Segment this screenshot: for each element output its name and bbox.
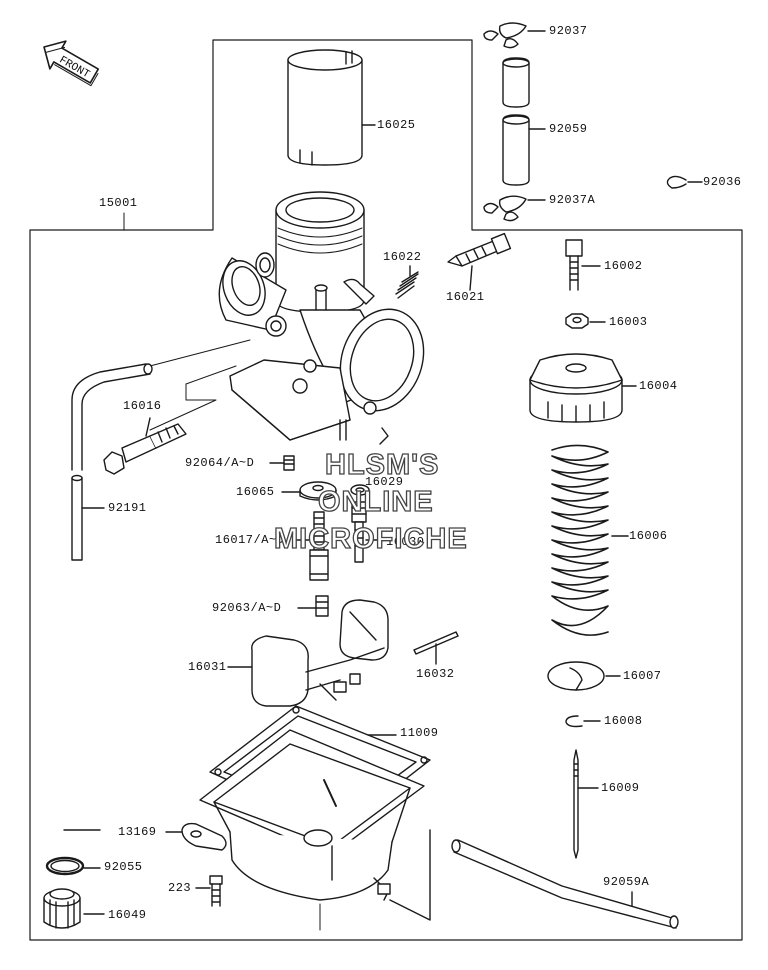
clip-92037A-icon (483, 195, 546, 222)
part-label-13169: 13169 (118, 825, 157, 839)
jet-92063-icon (297, 595, 329, 617)
part-label-16017: 16017/A~D (215, 533, 285, 547)
hose-92059-icon (502, 57, 546, 186)
part-label-16009: 16009 (601, 781, 640, 795)
part-label-16006: 16006 (629, 529, 668, 543)
part-label-92055: 92055 (104, 860, 143, 874)
part-label-92059A: 92059A (603, 875, 650, 889)
front-arrow-icon: FRONT (43, 40, 100, 87)
hose-92059A-icon (389, 829, 679, 929)
part-label-16021: 16021 (446, 290, 485, 304)
jet-92064-icon (269, 455, 295, 471)
o-ring-92055-icon (45, 829, 101, 876)
part-label-16049: 16049 (108, 908, 147, 922)
needle-16009-icon (573, 749, 599, 859)
part-label-92191: 92191 (108, 501, 147, 515)
pin-16032-icon (413, 631, 459, 665)
part-label-92063: 92063/A~D (212, 601, 282, 615)
part-label-16031: 16031 (188, 660, 227, 674)
nut-16003-icon (565, 313, 606, 329)
screw-16021-icon (447, 232, 512, 291)
clip-16008-icon (565, 715, 601, 728)
part-label-11009: 11009 (400, 726, 439, 740)
part-label-16016: 16016 (123, 399, 162, 413)
pilot-jet-16030-icon (351, 501, 383, 563)
watermark-line-3: MICROFICHE (273, 523, 468, 555)
part-label-16008: 16008 (604, 714, 643, 728)
part-label-16030: 16030 (386, 535, 425, 549)
part-label-92037A: 92037A (549, 193, 596, 207)
part-label-16002: 16002 (604, 259, 643, 273)
drain-plug-16049-icon (43, 888, 105, 929)
watermark-line-1: HLSM'S (324, 449, 440, 481)
part-label-92037: 92037 (549, 24, 588, 38)
needle-jet-16017-icon (295, 511, 329, 581)
throttle-slide-16025-icon (287, 49, 376, 166)
spring-16006-icon (551, 444, 629, 636)
part-label-16032: 16032 (416, 667, 455, 681)
cap-screw-16002-icon (565, 239, 601, 291)
part-label-16004: 16004 (639, 379, 678, 393)
float-16031-icon (227, 599, 389, 707)
plate-16007-icon (547, 661, 621, 691)
part-label-16065: 16065 (236, 485, 275, 499)
air-screw-16016-icon (103, 417, 187, 475)
float-bowl-icon (199, 729, 425, 901)
clip-92037-icon (483, 22, 546, 49)
part-label-92064: 92064/A~D (185, 456, 255, 470)
part-label-16029: 16029 (365, 475, 404, 489)
clip-92036-icon (666, 175, 703, 189)
holder-16065-icon (281, 481, 370, 501)
part-label-16025: 16025 (377, 118, 416, 132)
part-label-16003: 16003 (609, 315, 648, 329)
callout-lines (123, 212, 251, 431)
part-label-15001: 15001 (99, 196, 138, 210)
screw-223-icon (195, 875, 223, 907)
carburetor-body-icon (123, 191, 425, 445)
assembly-frame (29, 39, 743, 941)
part-label-92036: 92036 (703, 175, 742, 189)
hose-92191-icon (71, 363, 153, 561)
plate-13169-icon (165, 822, 227, 851)
top-cap-16004-icon (529, 353, 637, 423)
spring-16022-icon (395, 265, 419, 299)
watermark-line-2: ONLINE (317, 486, 434, 518)
part-label-92059: 92059 (549, 122, 588, 136)
part-label-16007: 16007 (623, 669, 662, 683)
part-label-223: 223 (168, 881, 192, 895)
part-label-16022: 16022 (383, 250, 422, 264)
